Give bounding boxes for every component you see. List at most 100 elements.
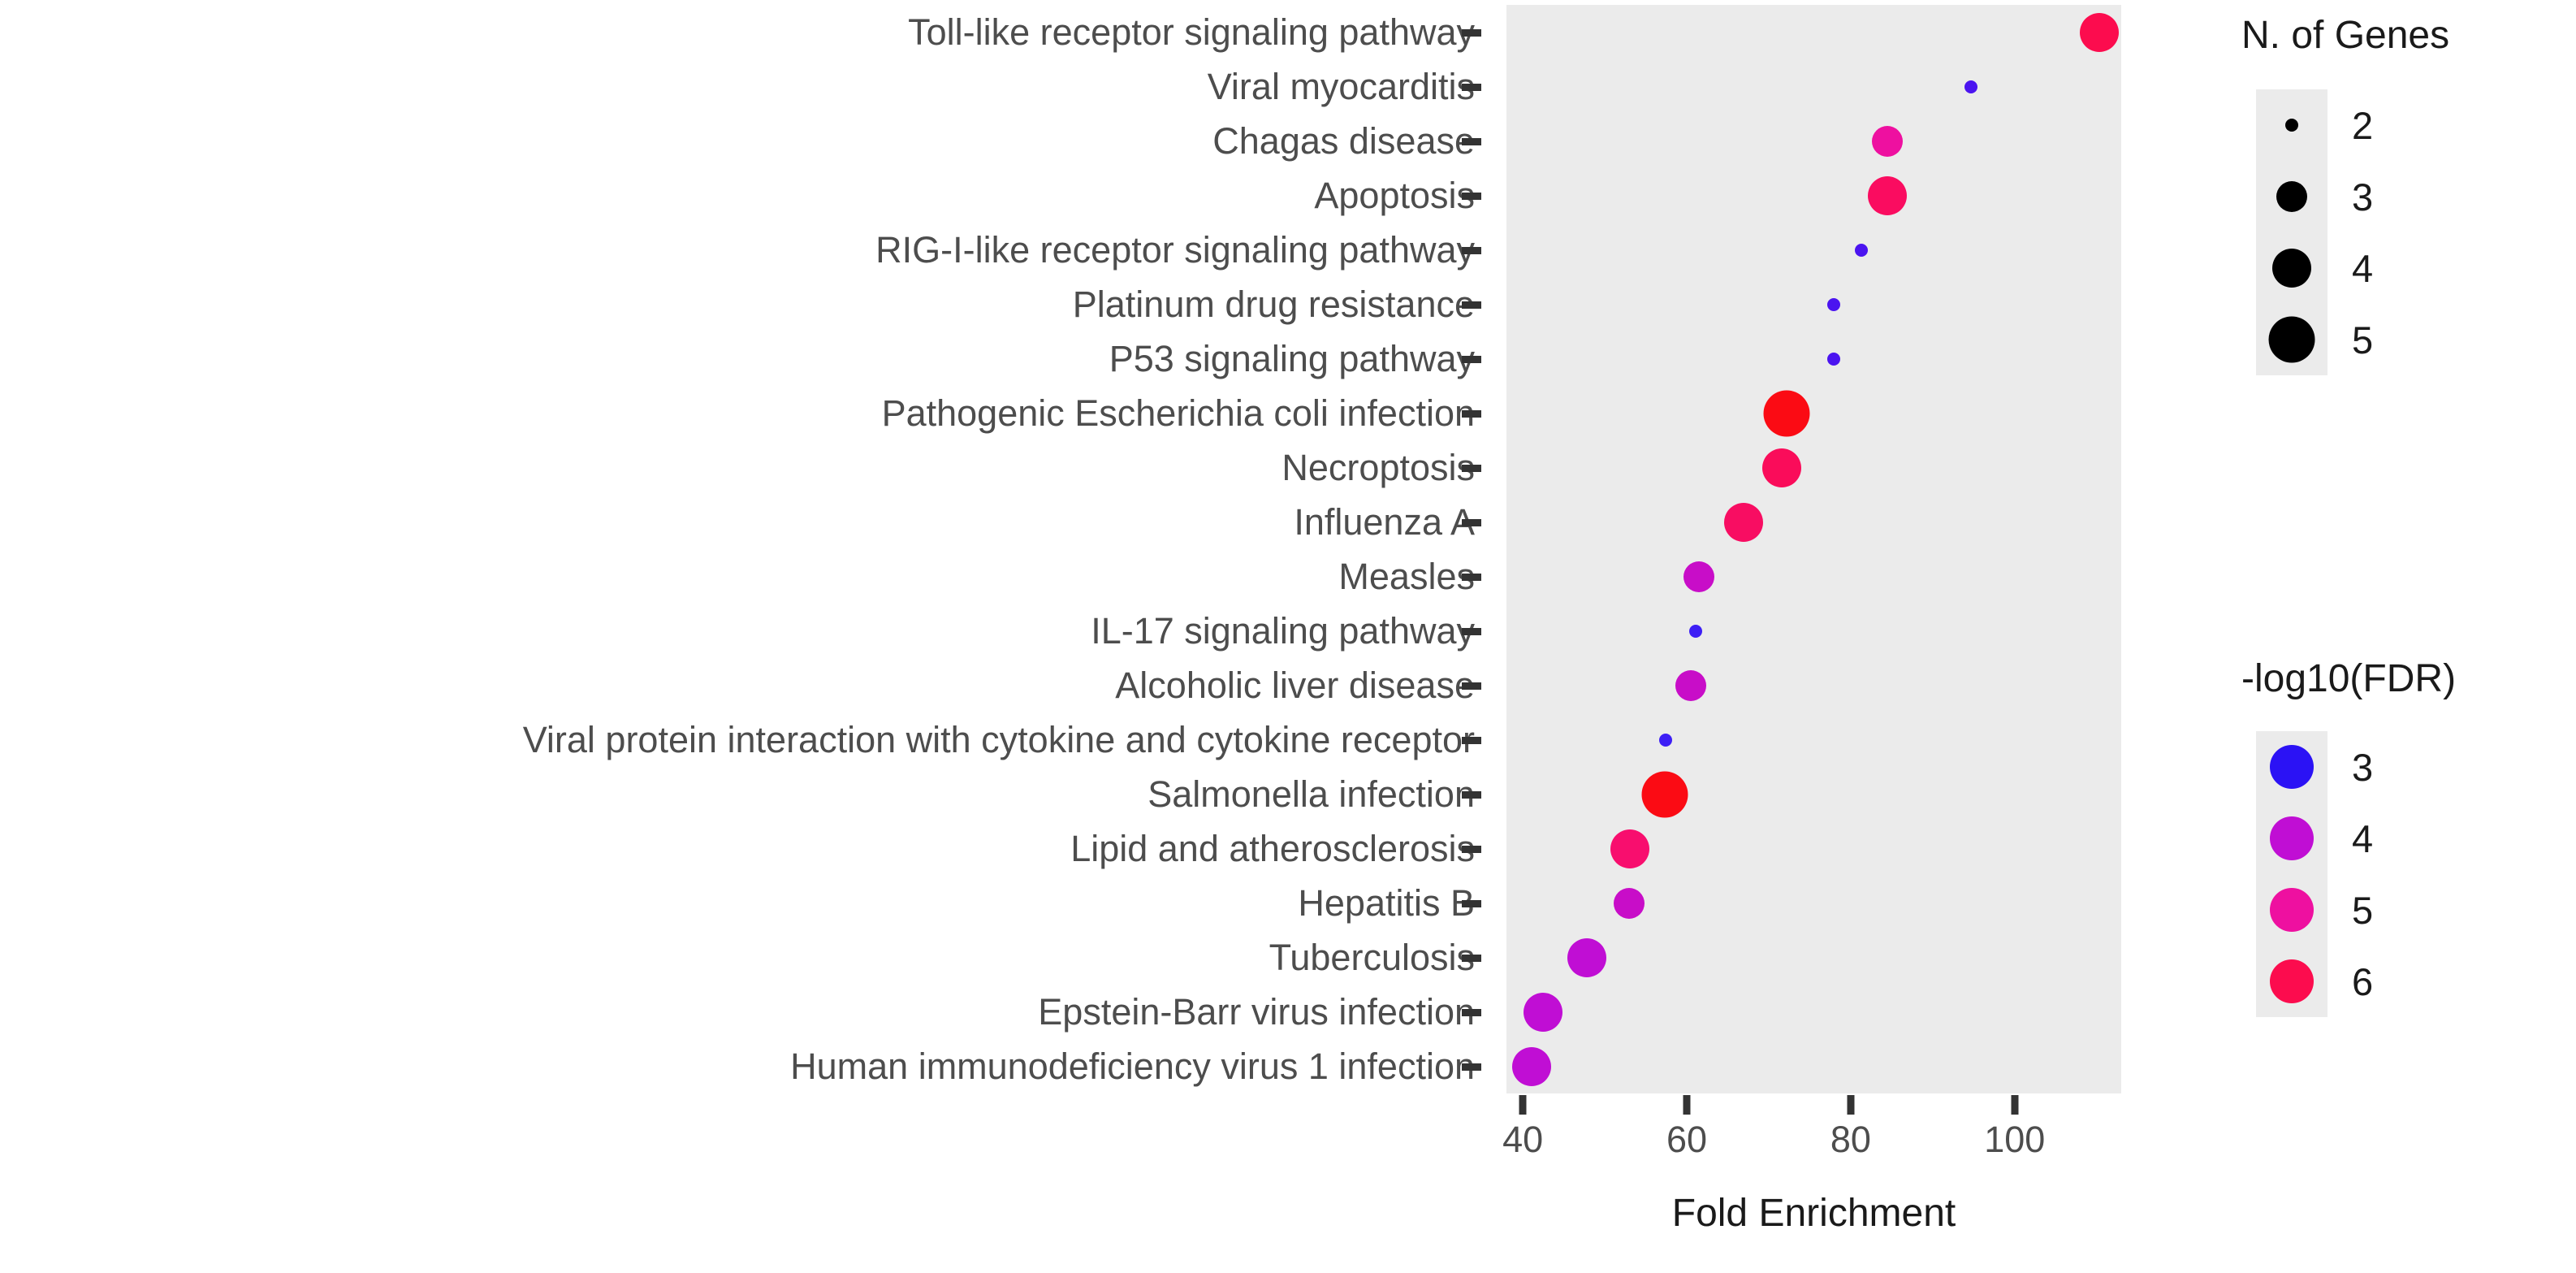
size-legend-dot-icon [2276, 181, 2307, 212]
size-legend-swatch [2256, 161, 2327, 232]
size-legend-label: 5 [2352, 318, 2374, 362]
x-axis-tick-label: 100 [1984, 1119, 2046, 1160]
y-axis-label-text: Viral protein interaction with cytokine … [522, 719, 1475, 760]
data-point [1826, 352, 1840, 366]
y-axis-label-text: Salmonella infection [1148, 773, 1475, 815]
data-point [1964, 80, 1978, 93]
data-point [1855, 243, 1869, 257]
data-point [1658, 733, 1672, 747]
x-axis-tick-mark [1683, 1095, 1691, 1115]
y-axis-label-text: Tuberculosis [1269, 937, 1475, 978]
size-legend-swatch [2256, 304, 2327, 375]
size-legend-title: N. of Genes [2241, 14, 2450, 57]
y-axis-tick-mark [1462, 845, 1481, 853]
color-legend-label: 3 [2352, 745, 2374, 789]
color-legend-item[interactable]: 4 [2256, 803, 2373, 874]
x-axis-tick-mark [2011, 1095, 2019, 1115]
y-axis-label-text: Human immunodeficiency virus 1 infection [790, 1046, 1475, 1087]
color-legend-dot-icon [2270, 816, 2314, 860]
y-axis-tick-mark [1462, 573, 1481, 581]
y-axis-tick-mark [1462, 899, 1481, 907]
x-axis-title: Fold Enrichment [1671, 1192, 1956, 1235]
y-axis-tick-mark [1462, 83, 1481, 91]
y-axis-label-text: Toll-like receptor signaling pathway [908, 11, 1475, 53]
x-axis-tick-label: 40 [1502, 1119, 1544, 1160]
y-axis-label-text: RIG-I-like receptor signaling pathway [875, 229, 1475, 271]
y-axis-label-text: Hepatitis B [1298, 882, 1475, 924]
x-axis-tick-label: 80 [1830, 1119, 1871, 1160]
y-axis-tick-mark [1462, 464, 1481, 472]
size-legend-dot-icon [2285, 119, 2298, 132]
data-point [1641, 771, 1688, 817]
y-axis-tick-mark [1462, 301, 1481, 309]
color-legend-item[interactable]: 6 [2256, 946, 2373, 1017]
y-axis-tick-mark [1462, 790, 1481, 799]
size-legend-item[interactable]: 2 [2256, 89, 2373, 161]
y-axis-tick-mark [1462, 627, 1481, 635]
data-point [1610, 829, 1650, 868]
data-point [1689, 624, 1703, 638]
color-legend-item[interactable]: 5 [2256, 874, 2373, 946]
data-point [1683, 561, 1715, 592]
color-legend-label: 4 [2352, 816, 2374, 860]
y-axis-tick-mark [1462, 409, 1481, 418]
y-axis-label-text: Influenza A [1294, 501, 1475, 543]
y-axis-tick-mark [1462, 736, 1481, 744]
data-point [1762, 448, 1802, 487]
y-axis-tick-mark [1462, 1008, 1481, 1016]
color-legend-swatch [2256, 946, 2327, 1017]
x-axis-tick-label: 60 [1666, 1119, 1708, 1160]
color-legend-keys: 3 4 5 6 [2256, 731, 2373, 1017]
data-point [2079, 12, 2119, 52]
size-legend-item[interactable]: 5 [2256, 304, 2373, 375]
size-legend-dot-icon [2268, 316, 2315, 363]
y-axis-label-text: Pathogenic Escherichia coli infection [881, 392, 1475, 434]
size-legend-keys: 2 3 4 5 [2256, 89, 2373, 375]
data-point [1763, 390, 1810, 436]
size-legend-swatch [2256, 232, 2327, 304]
data-point [1524, 992, 1563, 1032]
size-legend-label: 2 [2352, 103, 2374, 147]
y-axis-label-text: Necroptosis [1282, 447, 1475, 488]
size-legend-dot-icon [2272, 249, 2311, 288]
data-point [1723, 502, 1763, 542]
color-legend-swatch [2256, 803, 2327, 874]
y-axis-tick-mark [1462, 137, 1481, 145]
y-axis-label-text: Apoptosis [1314, 175, 1475, 216]
y-axis-tick-mark [1462, 518, 1481, 526]
y-axis-label-text: Measles [1338, 556, 1475, 597]
y-axis-label-text: Epstein-Barr virus infection [1038, 991, 1475, 1033]
data-point [1872, 125, 1904, 157]
size-legend-item[interactable]: 4 [2256, 232, 2373, 304]
y-axis-tick-mark [1462, 1063, 1481, 1071]
color-legend-swatch [2256, 874, 2327, 946]
size-legend-swatch [2256, 89, 2327, 161]
y-axis-label-text: IL-17 signaling pathway [1091, 610, 1475, 652]
color-legend-dot-icon [2270, 745, 2314, 789]
y-axis-tick-mark [1462, 682, 1481, 690]
y-axis-tick-mark [1462, 246, 1481, 254]
y-axis-tick-mark [1462, 28, 1481, 37]
size-legend-label: 3 [2352, 175, 2374, 219]
y-axis-tick-mark [1462, 192, 1481, 200]
color-legend-swatch [2256, 731, 2327, 803]
y-axis-label-text: Chagas disease [1212, 120, 1475, 162]
size-legend-label: 4 [2352, 246, 2374, 290]
color-legend-label: 6 [2352, 959, 2374, 1003]
y-axis-label-text: P53 signaling pathway [1109, 338, 1475, 379]
size-legend-item[interactable]: 3 [2256, 161, 2373, 232]
y-axis-label-text: Alcoholic liver disease [1115, 665, 1475, 706]
y-axis-label-text: Lipid and atherosclerosis [1070, 828, 1475, 869]
color-legend-dot-icon [2270, 888, 2314, 932]
color-legend-item[interactable]: 3 [2256, 731, 2373, 803]
data-point [1567, 937, 1606, 977]
color-legend-label: 5 [2352, 888, 2374, 932]
data-point [1614, 887, 1645, 919]
data-point [1512, 1046, 1552, 1086]
y-axis-tick-mark [1462, 355, 1481, 363]
data-point [1675, 669, 1707, 701]
x-axis-tick-mark [1847, 1095, 1855, 1115]
